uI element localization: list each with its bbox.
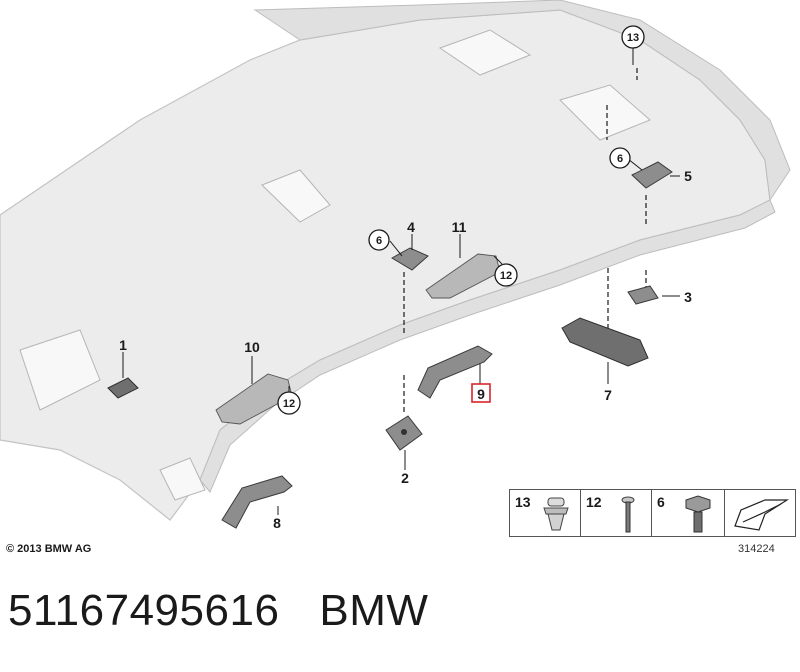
arrow-icon (734, 499, 790, 531)
legend-cell-12: 12 (580, 489, 652, 537)
sunroof-cutout-front (438, 29, 532, 76)
clip-icon (543, 497, 569, 531)
callout-13-circle (621, 25, 645, 49)
callout-12b-circle (277, 391, 301, 415)
callout-leaders (122, 48, 680, 515)
legend-cell-6: 6 (651, 489, 725, 537)
callout-8: 8 (273, 515, 281, 531)
rivet-icon (621, 496, 635, 533)
part-2-bracket (385, 415, 423, 451)
callout-6a-circle (368, 229, 390, 251)
part-number-line: 51167495616 BMW (8, 586, 428, 636)
legend-label-6: 6 (657, 494, 665, 510)
diagram-reference-id: 314224 (738, 543, 775, 555)
part-4-bracket (391, 247, 429, 271)
part-5-bracket (631, 161, 673, 189)
callout-7: 7 (604, 387, 612, 403)
pillar-cutout (159, 457, 206, 501)
callout-4: 4 (407, 219, 415, 235)
legend-label-12: 12 (586, 494, 602, 510)
part-9-grab-handle (417, 345, 493, 399)
headliner-panel (0, 0, 791, 521)
part-7-cover (561, 317, 649, 367)
part-number: 51167495616 (8, 586, 280, 635)
callout-6a: 6 (376, 235, 382, 247)
part-3-bracket (627, 285, 659, 305)
overhead-console-cutout (261, 169, 331, 223)
assembly-lines (403, 68, 647, 415)
fastener-legend: 13 12 6 (509, 489, 797, 539)
legend-cell-13: 13 (509, 489, 581, 537)
screw-icon (685, 495, 711, 533)
legend-cell-mounting (724, 489, 796, 537)
sunroof-cutout-rear (559, 84, 651, 141)
callouts: 1 2 3 4 5 6 6 7 8 9 10 11 12 12 13 (119, 25, 692, 531)
callout-5: 5 (684, 168, 692, 184)
callout-11: 11 (452, 219, 467, 235)
brand-name: BMW (319, 586, 429, 635)
copyright-notice: © 2013 BMW AG (6, 543, 92, 555)
legend-label-13: 13 (515, 494, 531, 510)
callout-9-highlight (471, 383, 491, 403)
callout-6b-circle (609, 147, 631, 169)
front-console-area (19, 329, 101, 411)
callout-12b: 12 (283, 398, 295, 410)
part-1-bracket (107, 377, 139, 399)
callout-1: 1 (119, 337, 127, 353)
callout-12a-circle (494, 263, 518, 287)
callout-13: 13 (627, 32, 639, 44)
callout-2: 2 (401, 470, 409, 486)
callout-6b: 6 (617, 153, 623, 165)
callout-3: 3 (684, 289, 692, 305)
callout-10: 10 (244, 339, 260, 355)
part-8-grab-handle (221, 475, 293, 529)
callout-9: 9 (477, 386, 485, 402)
callout-12a: 12 (500, 270, 512, 282)
